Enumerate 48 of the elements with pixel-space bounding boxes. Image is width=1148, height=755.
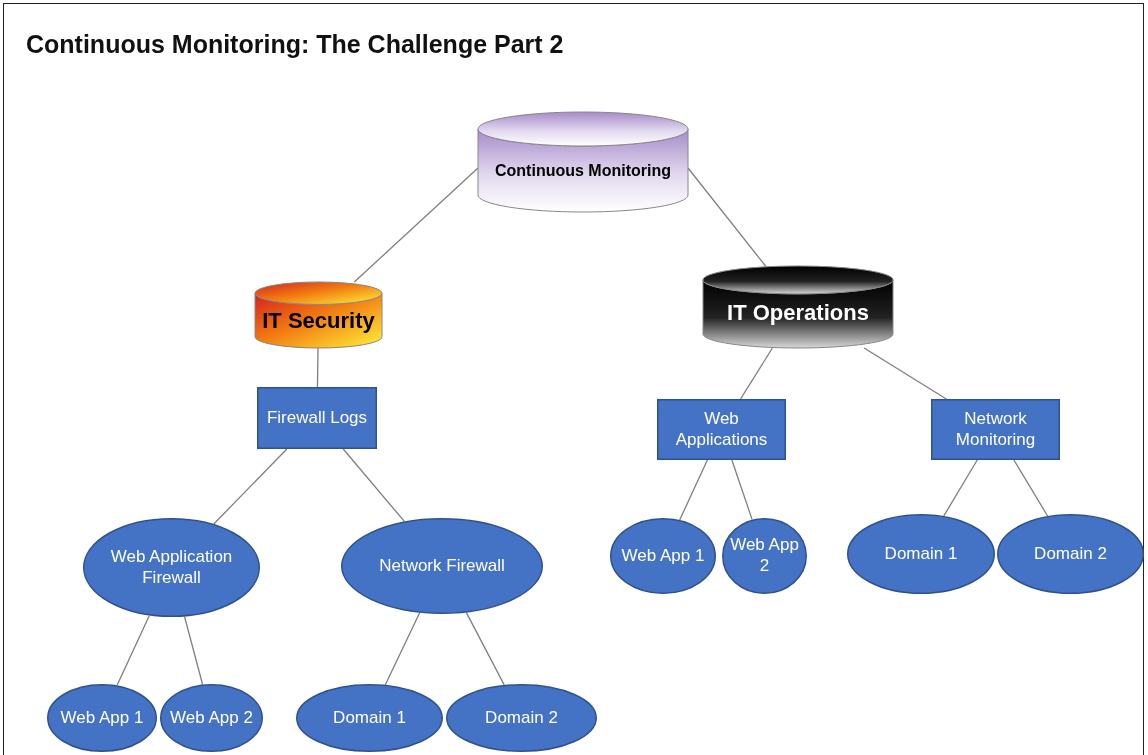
node-label: Web App 2 — [169, 707, 254, 729]
connector-line — [384, 612, 421, 686]
connector-line — [116, 614, 150, 686]
connector-line — [183, 615, 204, 686]
node-label: Domain 2 — [484, 707, 559, 729]
node-label: Domain 1 — [883, 543, 959, 565]
process-box — [657, 399, 786, 460]
ellipse — [997, 514, 1144, 594]
process-box — [931, 399, 1060, 460]
ellipse — [847, 514, 995, 594]
connector-line — [213, 448, 288, 525]
ellipse — [160, 684, 263, 752]
connector-line — [1013, 459, 1049, 517]
node-label: Web Applications — [674, 408, 769, 451]
cylinder — [703, 266, 893, 348]
node-label: Web App 1 — [620, 545, 706, 567]
connector-line — [353, 167, 479, 283]
ellipse — [446, 684, 597, 752]
connector-line — [731, 459, 753, 521]
connector-line — [465, 611, 505, 686]
process-box — [257, 387, 377, 449]
connector-line — [316, 347, 319, 388]
cylinder — [255, 282, 382, 348]
ellipse — [610, 518, 716, 594]
node-label: Network Firewall — [378, 555, 506, 577]
connector-line — [739, 347, 774, 400]
connector-line — [687, 167, 767, 267]
node-label: Web App 1 — [59, 707, 145, 729]
node-label: Web Application Firewall — [109, 546, 234, 589]
ellipse — [296, 684, 443, 752]
node-label: Firewall Logs — [265, 407, 369, 429]
node-label: Network Monitoring — [954, 408, 1037, 451]
node-label: Continuous Monitoring — [494, 161, 672, 181]
connector-line — [679, 459, 709, 521]
ellipse — [83, 518, 260, 617]
node-label: Web App 2 — [729, 535, 800, 577]
ellipse — [341, 518, 543, 614]
node-label: Domain 1 — [332, 707, 407, 729]
ellipse — [722, 518, 807, 594]
connector-line — [863, 347, 947, 400]
node-label: IT Security — [261, 307, 376, 335]
node-label: Domain 2 — [1033, 543, 1108, 565]
title: Continuous Monitoring: The Challenge Part 2 — [26, 30, 564, 59]
connector-line — [342, 448, 406, 523]
node-label: IT Operations — [726, 299, 870, 327]
connector-line — [943, 459, 978, 517]
cylinder — [478, 112, 688, 212]
ellipse — [47, 684, 157, 752]
